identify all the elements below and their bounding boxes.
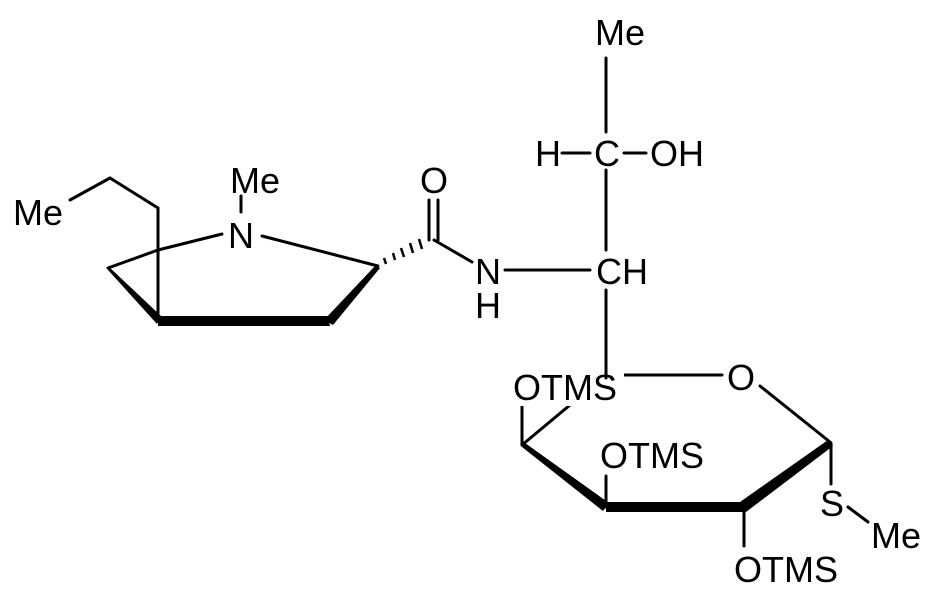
atom-h-amide: H	[475, 285, 501, 326]
atom-s: S	[820, 483, 844, 524]
atom-otms-c2: OTMS	[734, 549, 838, 590]
atom-ch: CH	[596, 251, 648, 292]
bond-c3-c2-bold	[158, 316, 330, 326]
atom-h-left: H	[535, 133, 561, 174]
bond-n-c5	[156, 232, 224, 252]
bond-c4-c3-wedge	[108, 266, 161, 324]
atom-me-s: Me	[871, 515, 921, 556]
bond-c-n-amide	[432, 238, 474, 264]
atom-oh: OH	[650, 133, 704, 174]
bond-propyl-2	[68, 176, 112, 202]
atom-o-ring: O	[727, 357, 755, 398]
bond-hashed-c1-carbonyl	[382, 238, 424, 265]
atom-o-carbonyl: O	[420, 160, 448, 201]
bond-c2-c3-bold	[606, 502, 745, 512]
atom-labels: Me H C OH Me N Me O N H CH OTMS O OTMS S…	[13, 12, 921, 590]
bond-c1-c2-wedge	[740, 440, 833, 512]
bond-c1-n	[260, 234, 380, 268]
atom-me-propyl: Me	[13, 192, 63, 233]
atom-me-nmethyl: Me	[230, 160, 280, 201]
atom-otms-c4: OTMS	[513, 367, 617, 408]
bond-s-me	[846, 505, 870, 524]
atom-n-ring: N	[228, 215, 254, 256]
bond-o-ring-c1	[758, 384, 832, 444]
bond-propyl-1	[108, 176, 160, 210]
atom-n-amide: N	[475, 251, 501, 292]
label-knockout-otms-c4	[506, 368, 624, 406]
bond-c2-c1-wedge	[324, 266, 380, 325]
atom-me-top: Me	[595, 12, 645, 53]
bonds	[68, 56, 870, 548]
bond-c3-c4-wedge	[522, 443, 609, 511]
bond-c5-c4-line	[106, 248, 160, 270]
atom-c-carbinol: C	[594, 133, 620, 174]
atom-otms-c3: OTMS	[600, 435, 704, 476]
